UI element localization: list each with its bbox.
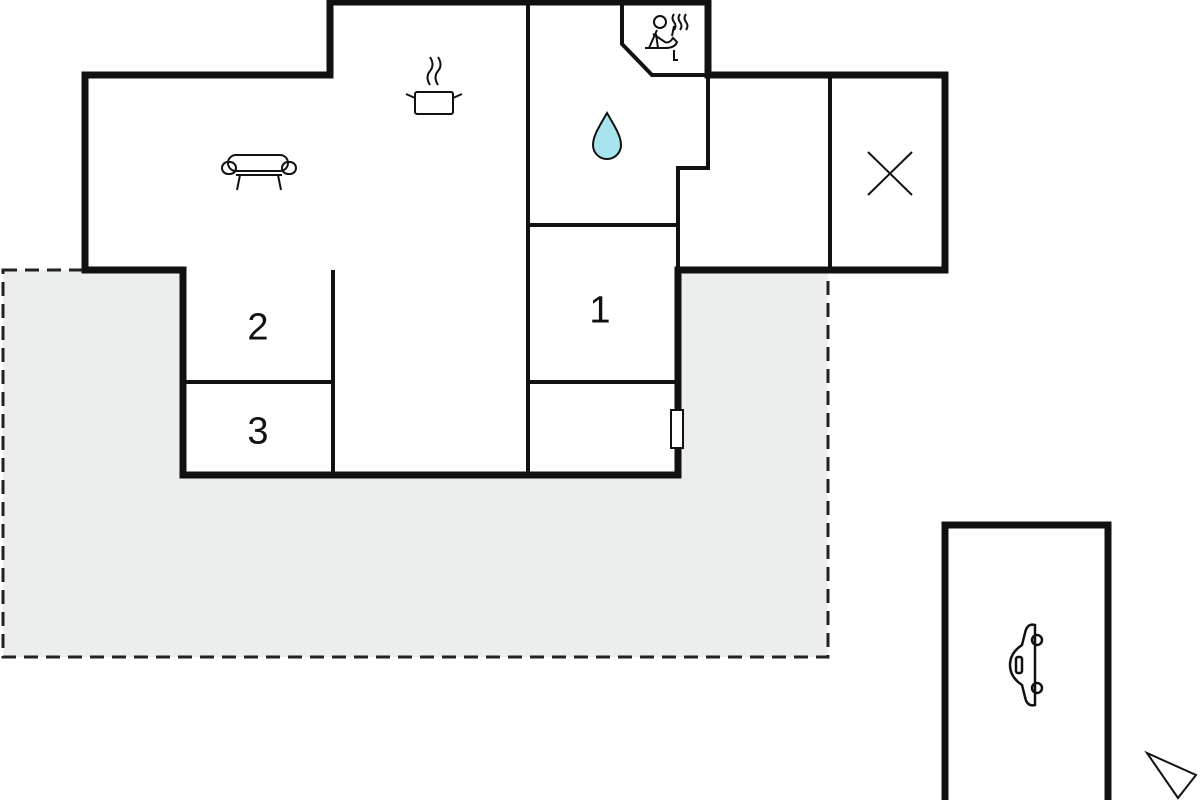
cooking-pot-icon [405,56,463,115]
door [670,409,684,449]
sauna-icon [645,13,689,61]
room-label-1: 1 [589,289,611,332]
room-label-2: 2 [247,306,269,349]
north-arrow-icon [1144,750,1198,800]
house-outline [81,0,949,479]
car-icon [1008,623,1044,707]
room-label-3: 3 [247,410,269,453]
garage [941,521,1112,800]
water-drop-icon [591,111,623,160]
interior-walls [183,2,832,475]
cross-icon [867,151,913,196]
sofa-icon [221,154,297,191]
